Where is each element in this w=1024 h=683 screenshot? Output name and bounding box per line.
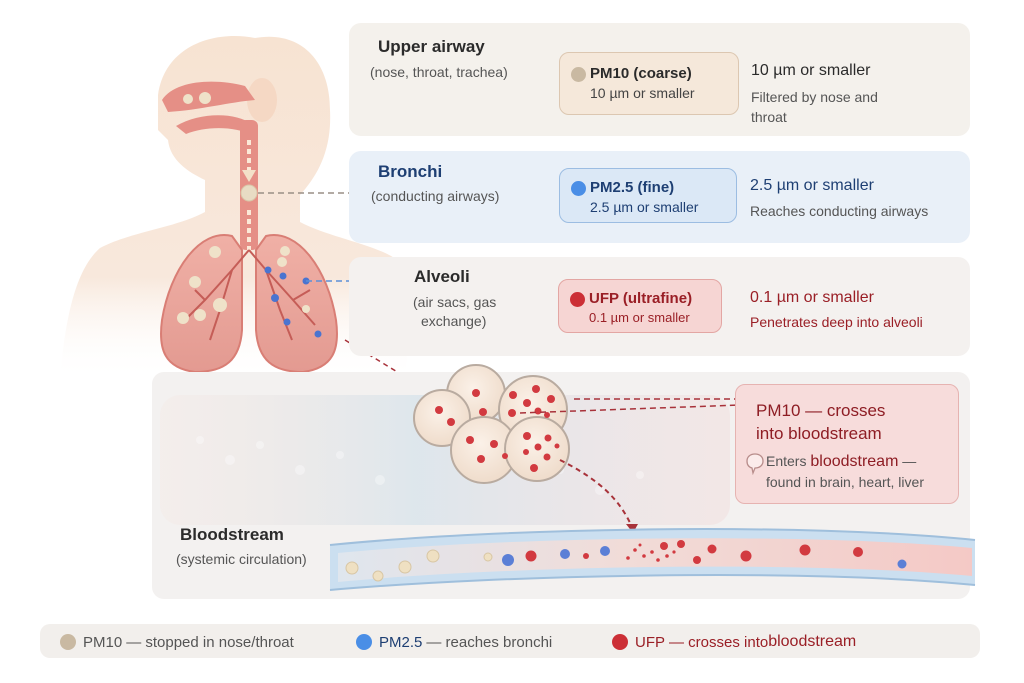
alveoli-subtitle-line2: exchange) xyxy=(421,313,487,329)
pm10-legend-dot-icon xyxy=(60,634,76,650)
pm10-particle-box: PM10 (coarse) 10 µm or smaller xyxy=(559,52,739,115)
diffusion-mist xyxy=(160,395,730,525)
legend-pm25-text: — reaches bronchi xyxy=(426,633,553,651)
ufp-dot-icon xyxy=(570,292,585,307)
legend-ufp-strong: bloodstream xyxy=(768,633,857,650)
alveoli-cluster xyxy=(413,364,570,484)
legend-pm25-name: PM2.5 xyxy=(379,633,423,651)
speech-bubble-icon xyxy=(746,453,764,475)
callout-note-prefix: Enters xyxy=(766,453,811,469)
airway-particles xyxy=(177,92,322,338)
bloodstream-subtitle: (systemic circulation) xyxy=(176,551,307,567)
callout-note: Enters bloodstream — found in brain, hea… xyxy=(766,451,924,493)
callout-title-line2: into bloodstream xyxy=(756,424,882,443)
legend-ufp-text: — crosses into xyxy=(669,633,769,651)
legend: PM10 — stopped in nose/throat PM2.5 — re… xyxy=(40,624,980,658)
callout-note-dash: — xyxy=(898,453,917,469)
legend-pm10-text: — stopped in nose/throat xyxy=(126,633,294,651)
upper-airway-size-label: 10 µm or smaller xyxy=(751,62,871,79)
entry-arrow-head-icon xyxy=(626,524,638,533)
ufp-legend-dot-icon xyxy=(612,634,628,650)
pm25-legend-dot-icon xyxy=(356,634,372,650)
down-arrow-icon xyxy=(242,170,256,182)
callout-title: PM10 — crosses into bloodstream xyxy=(756,399,956,445)
legend-ufp-name: UFP xyxy=(635,633,665,651)
alveoli-desc: Penetrates deep into alveoli xyxy=(750,314,923,330)
alveoli-title: Alveoli xyxy=(414,267,470,286)
ufp-particle-name: UFP (ultrafine) xyxy=(589,290,693,307)
legend-item-ufp: UFP — crosses into bloodstream xyxy=(612,632,856,652)
pm25-particle-box: PM2.5 (fine) 2.5 µm or smaller xyxy=(559,168,737,223)
ufp-particle-box: UFP (ultrafine) 0.1 µm or smaller xyxy=(558,279,722,333)
bronchi-size-label: 2.5 µm or smaller xyxy=(750,177,874,194)
pm10-particle-size: 10 µm or smaller xyxy=(590,85,695,101)
entry-arrow-path xyxy=(559,459,633,528)
legend-item-pm10: PM10 — stopped in nose/throat xyxy=(60,632,294,652)
upper-airway-title: Upper airway xyxy=(378,37,485,56)
pm25-particle-name: PM2.5 (fine) xyxy=(590,179,675,196)
pm25-particle-size: 2.5 µm or smaller xyxy=(590,199,699,215)
bloodstream-callout: PM10 — crosses into bloodstream Enters b… xyxy=(735,384,959,504)
upper-airway-subtitle: (nose, throat, trachea) xyxy=(370,64,508,80)
mouth-airway xyxy=(176,115,252,135)
legend-pm10-name: PM10 xyxy=(83,633,123,651)
pm10-particle-name: PM10 (coarse) xyxy=(590,65,692,82)
pm10-dot-icon xyxy=(571,67,586,82)
bronchi-subtitle: (conducting airways) xyxy=(371,188,500,204)
bronchi-title: Bronchi xyxy=(378,162,443,181)
callout-note-strong: bloodstream xyxy=(810,453,899,470)
callout-title-line1: PM10 — crosses xyxy=(756,401,886,420)
bloodstream-title: Bloodstream xyxy=(180,525,284,544)
pm25-dot-icon xyxy=(571,181,586,196)
upper-airway-desc-line2: throat xyxy=(751,109,787,125)
alveoli-size-label: 0.1 µm or smaller xyxy=(750,289,874,306)
bronchi-desc: Reaches conducting airways xyxy=(750,203,929,219)
ear xyxy=(247,78,277,122)
legend-item-pm25: PM2.5 — reaches bronchi xyxy=(356,632,552,652)
callout-note-line2: found in brain, heart, liver xyxy=(766,474,924,490)
ufp-particle-size: 0.1 µm or smaller xyxy=(589,310,690,325)
callout-note-line1: Enters bloodstream — xyxy=(766,451,924,472)
vessel-particles xyxy=(345,540,907,582)
bronchial-tree xyxy=(184,249,316,341)
upper-airway-desc-line1: Filtered by nose and xyxy=(751,89,878,105)
alveoli-subtitle-line1: (air sacs, gas xyxy=(413,294,497,310)
